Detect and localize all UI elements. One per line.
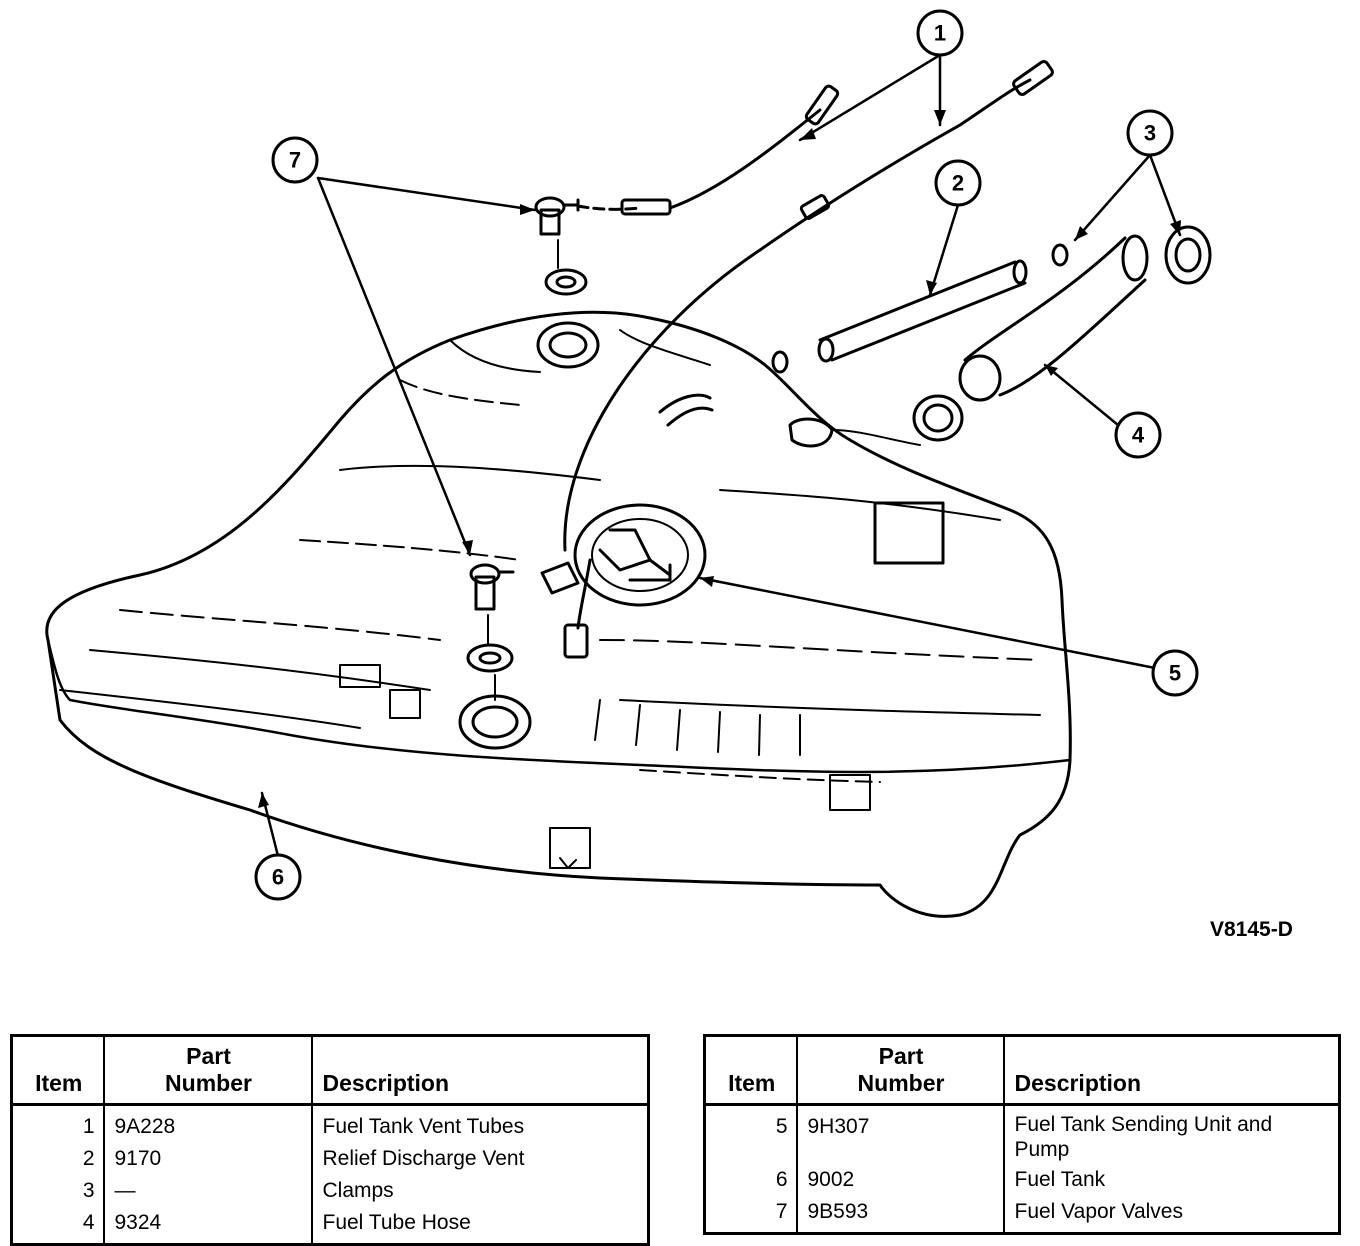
- callout-1: 1: [934, 21, 946, 46]
- cell-item: 7: [775, 1200, 788, 1223]
- header-item: Item: [704, 1035, 797, 1106]
- table-row: 4 9324 Fuel Tube Hose: [12, 1207, 649, 1245]
- cell-description: Clamps: [310, 1175, 649, 1207]
- callout-5: 5: [1169, 661, 1181, 686]
- hose-clamps: [912, 225, 1212, 442]
- header-description: Description: [310, 1035, 649, 1106]
- cell-description: Fuel Tube Hose: [310, 1207, 649, 1245]
- header-part-number-line2: Number: [857, 1070, 945, 1096]
- fuel-tank: [45, 310, 1072, 918]
- parts-table-left: Item Part Number Description 1 9A228 Fue…: [10, 1034, 650, 1246]
- relief-discharge-vent: [658, 243, 1069, 427]
- cell-item: 2: [82, 1147, 95, 1170]
- parts-table-right: Item Part Number Description 5 9H307 Fue…: [703, 1034, 1341, 1235]
- cell-description: Relief Discharge Vent: [310, 1143, 649, 1175]
- fuel-tank-vent-tubes: [540, 60, 1054, 595]
- cell-part-number: 9H307: [795, 1104, 1004, 1164]
- leader-lines: [260, 53, 1182, 858]
- cell-description: Fuel Tank Sending Unit and Pump: [1002, 1104, 1340, 1164]
- fuel-system-exploded-diagram: 1 2 3 4 5 6 7: [45, 9, 1212, 918]
- table-header-row: Item Part Number Description: [704, 1035, 1340, 1106]
- cell-part-number: 9324: [102, 1207, 312, 1245]
- header-description: Description: [1002, 1035, 1340, 1106]
- table-row: 3 — Clamps: [12, 1175, 649, 1207]
- fuel-vapor-valve-lower: [466, 563, 515, 701]
- cell-part-number: 9002: [795, 1164, 1004, 1196]
- table-row: 2 9170 Relief Discharge Vent: [12, 1143, 649, 1175]
- figure-code: V8145-D: [1210, 918, 1293, 941]
- cell-item: 4: [82, 1211, 95, 1234]
- cell-description: Fuel Tank Vent Tubes: [310, 1104, 649, 1143]
- cell-part-number: —: [102, 1175, 312, 1207]
- cell-description: Fuel Tank: [1002, 1164, 1340, 1196]
- table-row: 6 9002 Fuel Tank: [705, 1164, 1340, 1196]
- leader-arrowheads: [258, 110, 1181, 808]
- header-item: Item: [11, 1035, 104, 1106]
- header-part-number-line1: Part: [186, 1043, 231, 1069]
- fuel-sending-unit-and-pump: [563, 518, 689, 659]
- callout-6: 6: [272, 865, 284, 890]
- table-row: 1 9A228 Fuel Tank Vent Tubes: [12, 1104, 649, 1143]
- header-part-number-line2: Number: [165, 1070, 252, 1096]
- header-part-number: Part Number: [795, 1035, 1004, 1106]
- cell-item: 5: [775, 1115, 788, 1138]
- header-part-number: Part Number: [102, 1035, 312, 1106]
- callout-circles: [254, 9, 1199, 901]
- table-row: 7 9B593 Fuel Vapor Valves: [705, 1196, 1340, 1234]
- fuel-tube-hose: [958, 234, 1149, 402]
- cell-part-number: 9170: [102, 1143, 312, 1175]
- cell-description: Fuel Vapor Valves: [1002, 1196, 1340, 1234]
- callout-7: 7: [289, 148, 301, 173]
- callout-2: 2: [952, 171, 964, 196]
- header-part-number-line1: Part: [878, 1043, 924, 1069]
- callout-3: 3: [1144, 121, 1156, 146]
- cell-item: 3: [82, 1179, 95, 1202]
- cell-part-number: 9A228: [102, 1104, 312, 1143]
- table-header-row: Item Part Number Description: [11, 1035, 649, 1106]
- fuel-vapor-valve-upper: [534, 196, 588, 296]
- cell-part-number: 9B593: [795, 1196, 1004, 1234]
- cell-item: 1: [82, 1115, 95, 1138]
- table-row: 5 9H307 Fuel Tank Sending Unit and Pump: [705, 1104, 1340, 1164]
- callout-4: 4: [1132, 423, 1145, 448]
- cell-item: 6: [775, 1168, 788, 1191]
